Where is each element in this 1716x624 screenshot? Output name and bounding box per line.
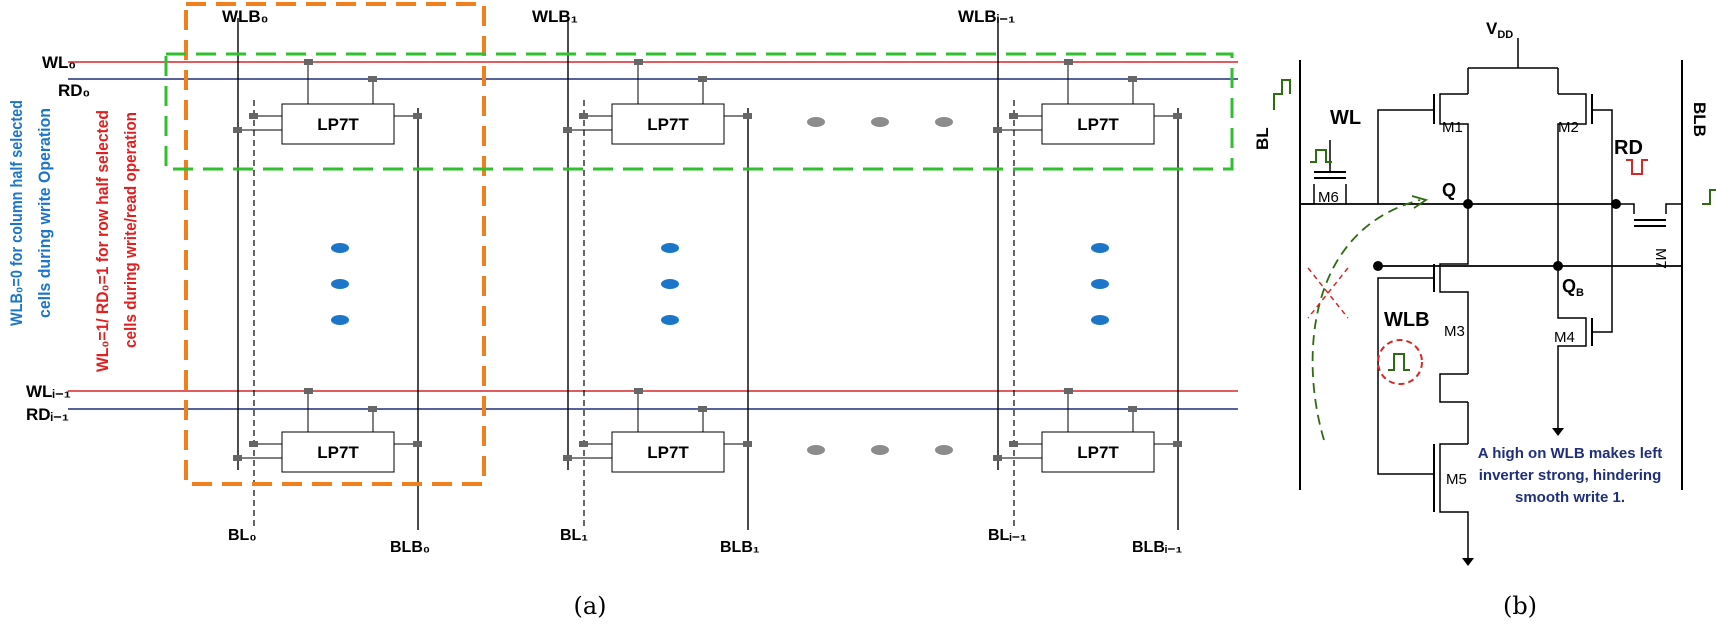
- rd-label: RD: [1614, 137, 1643, 159]
- m6-label: M6: [1318, 189, 1339, 206]
- gray-ellipsis: [807, 117, 953, 455]
- cell-label: LP7T: [317, 115, 359, 134]
- cell-label: LP7T: [317, 443, 359, 462]
- rd-pulse-icon: [1626, 159, 1648, 175]
- wlb-note-line-2: inverter strong, hindering: [1479, 467, 1662, 484]
- panel-b: VDD: [1253, 19, 1716, 620]
- blb-label: BLB: [1690, 102, 1709, 137]
- blb1-label: BLB₁: [720, 539, 760, 556]
- blocked-cross-icon: [1307, 267, 1349, 319]
- qb-label: QB: [1562, 276, 1584, 299]
- m1-label: M1: [1442, 119, 1463, 136]
- blue-note-line-2: cells during write Operation: [35, 108, 54, 318]
- vdd-label: VDD: [1486, 19, 1513, 41]
- red-note-line-1: WL₀=1/ RD₀=1 for row half selected: [93, 110, 112, 372]
- wlb-note-line-3: smooth write 1.: [1515, 489, 1625, 506]
- lp7t-cell: LP7T: [993, 59, 1182, 145]
- blue-ellipsis: [331, 243, 1109, 325]
- wli-label: WLᵢ₋₁: [26, 382, 71, 401]
- m5-label: M5: [1446, 471, 1467, 488]
- m3-label: M3: [1444, 323, 1465, 340]
- wlb-highlight-circle: [1377, 339, 1423, 385]
- lp7t-cell: LP7T: [563, 388, 752, 473]
- wlb-label: WLB: [1384, 309, 1430, 331]
- lp7t-cell: LP7T: [993, 388, 1182, 473]
- wlb1-label: WLB₁: [532, 7, 578, 26]
- blue-note-line-1: WLB₀=0 for column half selected: [7, 100, 26, 326]
- write-path-arrow: [1311, 199, 1421, 441]
- blb0-label: BLB₀: [390, 539, 430, 556]
- bli-label: BLᵢ₋₁: [988, 527, 1027, 544]
- m7-label: M7: [1652, 248, 1669, 269]
- column-i-1: LP7T LP7T: [993, 18, 1182, 530]
- q-label: Q: [1442, 180, 1456, 200]
- lp7t-cell: LP7T: [563, 59, 752, 145]
- bl-pulse-icon: [1273, 79, 1291, 110]
- cell-label: LP7T: [1077, 115, 1119, 134]
- m4-label: M4: [1554, 329, 1575, 346]
- bl1-label: BL₁: [560, 527, 588, 544]
- blb-pulse-icon: [1702, 189, 1716, 205]
- panel-a-caption: (a): [573, 592, 606, 620]
- wlb0-label: WLB₀: [222, 7, 268, 26]
- bl-label: BL: [1253, 127, 1272, 150]
- cell-label: LP7T: [647, 443, 689, 462]
- wl-pulse-icon: [1310, 149, 1332, 163]
- rdi-label: RDᵢ₋₁: [26, 405, 69, 424]
- blue-side-note: WLB₀=0 for column half selected cells du…: [7, 100, 54, 326]
- red-note-line-2: cells during write/read operation: [121, 112, 140, 348]
- wl0-label: WL₀: [42, 53, 76, 72]
- panel-a: LP7T LP7T LP7T: [7, 2, 1238, 620]
- bl0-label: BL₀: [228, 527, 257, 544]
- cell-label: LP7T: [647, 115, 689, 134]
- wlb-pulse-icon: [1388, 353, 1410, 371]
- rd0-label: RD₀: [58, 81, 90, 100]
- column-0: LP7T LP7T: [233, 18, 422, 530]
- cell-label: LP7T: [1077, 443, 1119, 462]
- lp7t-cell: LP7T: [233, 59, 422, 145]
- red-side-note: WL₀=1/ RD₀=1 for row half selected cells…: [93, 110, 140, 372]
- wlbi-label: WLBᵢ₋₁: [958, 7, 1015, 26]
- lp7t-cell: LP7T: [233, 388, 422, 473]
- panel-b-caption: (b): [1503, 592, 1537, 620]
- wl-label: WL: [1330, 107, 1361, 129]
- wlb-note-line-1: A high on WLB makes left: [1478, 445, 1662, 462]
- column-1: LP7T LP7T: [563, 18, 752, 530]
- blbi-label: BLBᵢ₋₁: [1132, 539, 1183, 556]
- m2-label: M2: [1558, 119, 1579, 136]
- row-half-selected-box: [164, 52, 1234, 171]
